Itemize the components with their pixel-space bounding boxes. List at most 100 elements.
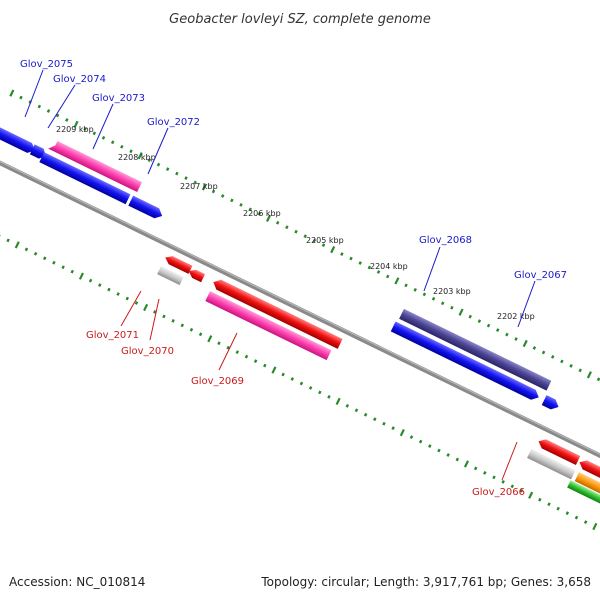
gene-label-glov-2073[interactable]: Glov_2073	[92, 93, 145, 104]
gene-label-glov-2075[interactable]: Glov_2075	[20, 59, 73, 70]
scale-tick	[312, 238, 317, 243]
kbp-label: 2203 kbp	[433, 287, 471, 296]
scale-tick	[373, 417, 377, 422]
gene-glov-2073-arrow[interactable]	[39, 152, 131, 205]
gene-label-glov-2066[interactable]: Glov_2066	[472, 487, 525, 498]
scale-tick	[52, 260, 56, 265]
scale-tick	[510, 484, 515, 489]
scale-tick	[468, 314, 472, 319]
scale-tick	[565, 511, 570, 516]
gene-label-glov-2070[interactable]: Glov_2070	[121, 346, 174, 357]
scale-tick	[483, 471, 487, 475]
scale-tick	[340, 252, 344, 256]
scale-tick	[358, 261, 362, 265]
kbp-label: 2204 kbp	[370, 262, 408, 271]
scale-tick	[495, 328, 500, 332]
gene-glov-2069-arrow[interactable]	[205, 291, 332, 361]
kbp-label: 2205 kbp	[306, 236, 344, 245]
gene-glov-2069a-arrow[interactable]	[211, 277, 343, 349]
scale-tick	[147, 158, 152, 163]
scale-tick	[244, 354, 249, 359]
gene-glov-2072-arrow[interactable]	[128, 195, 164, 221]
gene-orange-arrow[interactable]	[574, 472, 600, 510]
scale-tick	[110, 140, 115, 145]
leader-line	[92, 103, 114, 150]
gene-label-glov-2069[interactable]: Glov_2069	[191, 376, 244, 387]
scale-tick	[431, 296, 436, 301]
scale-tick	[330, 245, 336, 254]
scale-tick	[201, 183, 207, 191]
gene-glov-2071a-arrow[interactable]	[163, 253, 193, 274]
leader-line	[517, 280, 536, 328]
scale-tick	[294, 229, 298, 234]
scale-tick	[285, 225, 289, 230]
scale-tick	[171, 318, 175, 323]
gene-glov-2071b-arrow[interactable]	[187, 267, 206, 283]
scale-tick	[391, 426, 395, 431]
gene-label-glov-2072[interactable]: Glov_2072	[147, 117, 200, 128]
scale-tick	[156, 162, 161, 167]
gene-glov-2068b-arrow[interactable]	[390, 321, 541, 402]
scale-tick	[514, 337, 518, 341]
scale-tick	[455, 457, 460, 462]
scale-tick	[492, 475, 496, 480]
scale-tick	[399, 429, 405, 437]
scale-tick	[129, 149, 133, 154]
scale-tick	[101, 135, 106, 140]
scale-tick	[556, 506, 560, 511]
leader-line	[218, 332, 238, 371]
scale-tick	[349, 256, 353, 261]
leader-line	[501, 441, 518, 481]
gene-glov-2070-arrow[interactable]	[157, 266, 184, 286]
kbp-label: 2207 kbp	[180, 182, 218, 191]
scale-tick	[437, 448, 441, 453]
scale-tick	[175, 171, 179, 176]
kbp-label: 2202 kbp	[497, 312, 535, 321]
scale-tick	[327, 395, 331, 399]
scale-tick	[385, 274, 390, 279]
gene-label-glov-2071[interactable]: Glov_2071	[86, 330, 139, 341]
scale-tick	[354, 408, 359, 413]
gene-glov-2074-arrow[interactable]	[48, 139, 142, 193]
scale-tick	[446, 453, 450, 457]
scale-tick	[458, 308, 464, 316]
scale-tick	[120, 144, 124, 149]
gene-label-glov-2074[interactable]: Glov_2074	[53, 74, 106, 85]
gene-glov-2068-arrow[interactable]	[399, 308, 552, 391]
scale-tick	[394, 277, 400, 285]
scale-tick	[65, 118, 69, 122]
gene-glov-2066b-arrow[interactable]	[577, 458, 600, 497]
scale-tick	[107, 287, 111, 292]
scale-tick	[19, 95, 23, 100]
scale-tick	[263, 363, 267, 368]
gene-glov-2075-arrow[interactable]	[29, 144, 48, 160]
gene-label-glov-2068[interactable]: Glov_2068	[419, 235, 472, 246]
scale-tick	[55, 113, 60, 118]
gene-green-arrow[interactable]	[567, 480, 600, 518]
scale-tick	[211, 189, 216, 194]
scale-tick	[532, 346, 537, 350]
scale-tick	[184, 176, 188, 180]
gene-glov-2066-arrow[interactable]	[527, 448, 576, 480]
scale-tick	[257, 211, 262, 216]
scale-tick	[382, 421, 386, 426]
scale-tick	[189, 327, 194, 332]
scale-tick	[299, 381, 304, 386]
gene-glov-2067-arrow[interactable]	[541, 395, 561, 412]
genome-track	[0, 89, 600, 531]
gene-glov-2066a-arrow[interactable]	[536, 437, 581, 466]
scale-tick	[239, 203, 243, 207]
scale-tick	[519, 488, 524, 493]
scale-tick	[404, 283, 408, 288]
gene-label-glov-2067[interactable]: Glov_2067	[514, 270, 567, 281]
backbone	[0, 152, 600, 472]
scale-tick	[230, 198, 234, 203]
scale-tick	[376, 270, 381, 274]
scale-tick	[596, 377, 600, 382]
scale-tick	[92, 131, 97, 136]
leader-line	[120, 290, 142, 327]
gene-glov-2076-arrow[interactable]	[0, 121, 37, 155]
scale-tick	[528, 491, 534, 499]
scale-tick	[6, 238, 10, 243]
